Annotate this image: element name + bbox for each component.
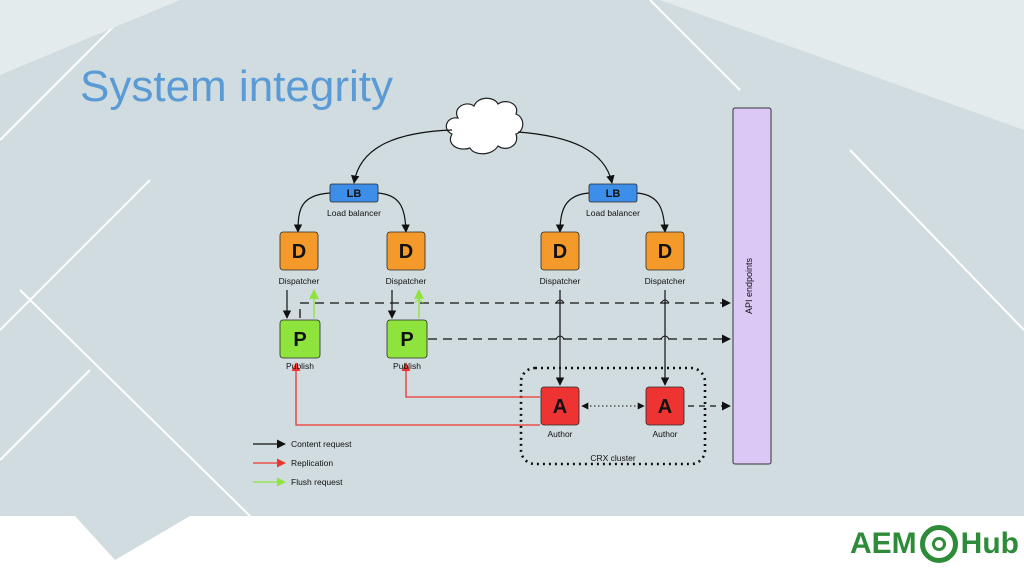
a1-to-p2-replication bbox=[401, 362, 540, 398]
publish-node-2: P Publish bbox=[386, 319, 428, 371]
lb1-to-d2 bbox=[377, 192, 410, 233]
aem-hub-logo: AEM Hub bbox=[850, 522, 1019, 566]
api-endpoints-bar bbox=[732, 107, 772, 465]
load-balancer-letter: LB bbox=[347, 188, 362, 200]
slide-background bbox=[0, 0, 1024, 516]
dispatcher-caption: Dispatcher bbox=[540, 276, 581, 286]
cloud-to-lb-right bbox=[517, 131, 615, 184]
publish-letter: P bbox=[293, 329, 306, 351]
load-balancer-letter: LB bbox=[606, 188, 621, 200]
line-crossing-bumps bbox=[414, 299, 670, 340]
load-balancer-node-1: LB Load balancer bbox=[327, 183, 381, 218]
background-footer-notch bbox=[75, 516, 190, 560]
publish-letter: P bbox=[400, 329, 413, 351]
legend-label: Replication bbox=[291, 458, 333, 468]
legend-item-content-request: Content request bbox=[253, 439, 352, 449]
cloud-to-lb-left bbox=[351, 129, 453, 184]
crx-cluster-label: CRX cluster bbox=[590, 453, 636, 463]
dispatcher-node-2: D Dispatcher bbox=[386, 231, 427, 286]
background-decoration bbox=[0, 0, 1024, 461]
publish-node-1: P Publish bbox=[279, 319, 321, 371]
legend-label: Content request bbox=[291, 439, 352, 449]
lb2-to-d3 bbox=[555, 192, 590, 233]
publish-caption: Publish bbox=[393, 361, 421, 371]
dispatcher-node-1: D Dispatcher bbox=[279, 231, 320, 286]
legend: Content request Replication Flush reques… bbox=[253, 439, 352, 487]
dispatcher-node-4: D Dispatcher bbox=[645, 231, 686, 286]
author-letter: A bbox=[553, 396, 567, 418]
logo-ring-icon bbox=[919, 525, 958, 563]
legend-item-replication: Replication bbox=[253, 458, 333, 468]
cloud-icon bbox=[445, 97, 524, 155]
p1-to-api-dashed bbox=[299, 298, 731, 318]
dispatcher-caption: Dispatcher bbox=[386, 276, 427, 286]
legend-label: Flush request bbox=[291, 477, 343, 487]
dispatcher-node-3: D Dispatcher bbox=[540, 231, 581, 286]
crx-cluster-boundary bbox=[519, 366, 707, 466]
dispatcher-letter: D bbox=[658, 241, 672, 263]
author-caption: Author bbox=[547, 429, 572, 439]
author-letter: A bbox=[658, 396, 672, 418]
api-endpoints-label: API endpoints bbox=[744, 257, 754, 314]
a1-to-p1-replication bbox=[291, 362, 540, 426]
lb2-to-d4 bbox=[636, 192, 669, 233]
lb1-to-d1 bbox=[293, 192, 331, 233]
publish-caption: Publish bbox=[286, 361, 314, 371]
load-balancer-caption: Load balancer bbox=[327, 208, 381, 218]
dispatcher-letter: D bbox=[553, 241, 567, 263]
dispatcher-caption: Dispatcher bbox=[645, 276, 686, 286]
background-white-triangle bbox=[0, 0, 180, 75]
dispatcher-letter: D bbox=[399, 241, 413, 263]
legend-item-flush-request: Flush request bbox=[253, 477, 343, 487]
dispatcher-letter: D bbox=[292, 241, 306, 263]
logo-text-left: AEM bbox=[850, 527, 917, 560]
dispatcher-caption: Dispatcher bbox=[279, 276, 320, 286]
author-node-2: A Author bbox=[645, 386, 685, 439]
background-white-corner bbox=[660, 0, 1024, 130]
author-caption: Author bbox=[652, 429, 677, 439]
author-node-1: A Author bbox=[540, 386, 580, 439]
load-balancer-caption: Load balancer bbox=[586, 208, 640, 218]
logo-text-right: Hub bbox=[960, 527, 1019, 560]
slide-title: System integrity bbox=[80, 62, 393, 111]
load-balancer-node-2: LB Load balancer bbox=[586, 183, 640, 218]
